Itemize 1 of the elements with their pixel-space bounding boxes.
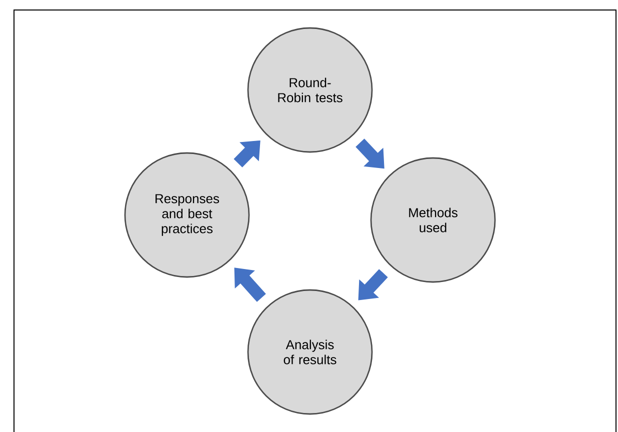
block-arrow — [234, 268, 266, 302]
